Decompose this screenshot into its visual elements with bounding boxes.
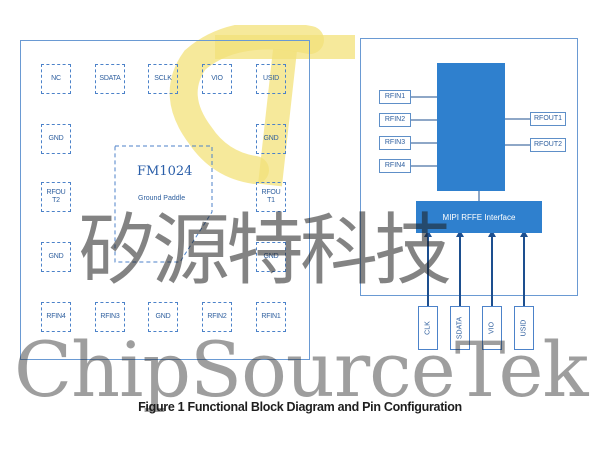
switch-core-block — [437, 63, 505, 191]
mipi-rffe-interface-block: MIPI RFFE Interface — [416, 201, 542, 233]
figure-caption: Figure 1 Functional Block Diagram and Pi… — [138, 400, 462, 414]
pin-right-1: GND — [256, 124, 286, 154]
usid-pin-box: USID — [514, 306, 534, 350]
pin-left-1: GND — [41, 124, 71, 154]
pin-configuration-panel — [20, 40, 310, 360]
pin-label: RFIN1 — [261, 313, 281, 320]
pin-nc: NC — [41, 64, 71, 94]
pin-right-4: RFIN1 — [256, 302, 286, 332]
pin-left-4: RFIN4 — [41, 302, 71, 332]
pin-sdata: SDATA — [95, 64, 125, 94]
pin-label: GND — [155, 313, 171, 320]
pin-sclk: SCLK — [148, 64, 178, 94]
pin-label: RFIN4 — [46, 313, 66, 320]
sdata-pin-box: SDATA — [450, 306, 470, 350]
pin-label: RFIN2 — [207, 313, 227, 320]
english-watermark: ChipSourceTek — [14, 325, 589, 414]
pin-usid: USID — [256, 64, 286, 94]
pin-label: SCLK — [154, 75, 172, 82]
ground-paddle-label: Ground Paddle — [138, 195, 186, 202]
pin-label: RFIN3 — [100, 313, 120, 320]
rfout2-box: RFOUT2 — [530, 138, 566, 152]
pin-label: USID — [263, 75, 279, 82]
clk-pin-box: CLK — [418, 306, 438, 350]
vio-pin-box: VIO — [482, 306, 502, 350]
pin-label: GND — [48, 135, 64, 142]
pin-label: SDATA — [99, 75, 121, 82]
pin-label: GND — [263, 135, 279, 142]
logo-watermark-icon — [169, 25, 355, 187]
rfin1-box: RFIN1 — [379, 90, 411, 104]
functional-block-panel — [360, 38, 578, 296]
pin-label: NC — [51, 75, 61, 82]
rfin2-box: RFIN2 — [379, 113, 411, 127]
rfin3-box: RFIN3 — [379, 136, 411, 150]
pin-label: GND — [263, 253, 279, 260]
pin-vio: VIO — [202, 64, 232, 94]
chip-part-number: FM1024 — [137, 164, 193, 179]
pin-label: GND — [48, 253, 64, 260]
pin-bottom-rfin2: RFIN2 — [202, 302, 232, 332]
pin-right-3: GND — [256, 242, 286, 272]
pin-left-3: GND — [41, 242, 71, 272]
chinese-watermark: 矽源特科技 — [78, 206, 452, 296]
rfout1-box: RFOUT1 — [530, 112, 566, 126]
pin-bottom-gnd: GND — [148, 302, 178, 332]
pin-label: VIO — [211, 75, 223, 82]
mipi-rffe-label: MIPI RFFE Interface — [442, 212, 516, 222]
rfin4-box: RFIN4 — [379, 159, 411, 173]
pin-bottom-rfin3: RFIN3 — [95, 302, 125, 332]
